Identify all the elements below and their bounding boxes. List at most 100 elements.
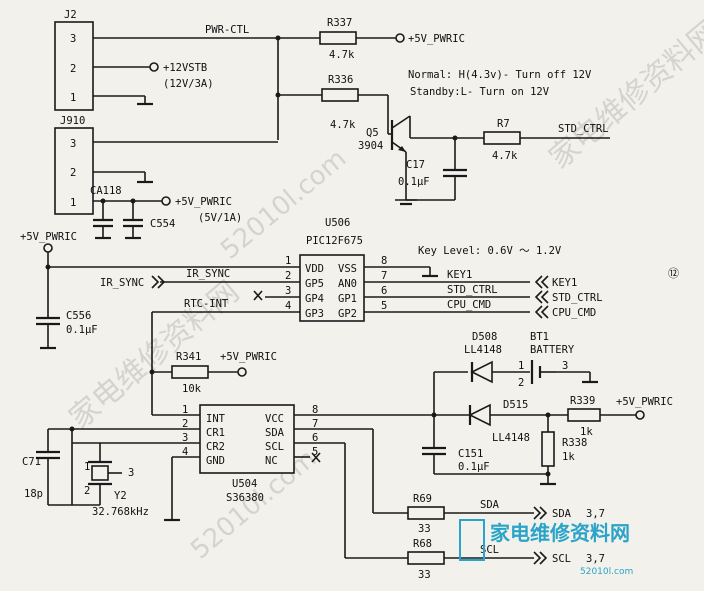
r337-val: 4.7k (329, 49, 355, 61)
svg-text:GP4: GP4 (305, 293, 324, 305)
cpu-cmd-port: CPU_CMD (552, 307, 596, 319)
svg-text:SCL: SCL (265, 441, 284, 453)
r337-supply: +5V_PWRIC (408, 33, 465, 45)
ca118-ref: CA118 (90, 185, 122, 197)
svg-text:CR2: CR2 (206, 441, 225, 453)
d508-part: LL4148 (464, 344, 502, 356)
c556-val: 0.1μF (66, 324, 98, 336)
note-normal: Normal: H(4.3v)- Turn off 12V (408, 69, 592, 81)
c17-ref: C17 (406, 159, 425, 171)
r69-val: 33 (418, 523, 431, 535)
c554-ref: C554 (150, 218, 175, 230)
j910-supply: +5V_PWRIC (175, 196, 232, 208)
r338 (541, 431, 555, 467)
net-pwr-ctl: PWR-CTL (205, 24, 249, 36)
c556-ref: C556 (66, 310, 91, 322)
v12-terminal (149, 62, 159, 72)
sda-net: SDA (480, 499, 500, 511)
svg-text:5: 5 (312, 446, 318, 458)
svg-text:VCC: VCC (265, 413, 284, 425)
bt1-pin2: 2 (518, 377, 524, 389)
std-ctrl-net: STD_CTRL (447, 284, 498, 296)
c17-val: 0.1μF (398, 176, 430, 188)
j910-connector (54, 127, 94, 215)
d515-diode (468, 403, 491, 427)
site-logo: 家电维修资料网 52010l.com (459, 519, 633, 577)
q5-part: 3904 (358, 140, 383, 152)
j2-ref: J2 (64, 9, 77, 21)
watermark-url-1: 52010l.com (215, 144, 352, 266)
svg-text:2: 2 (285, 270, 291, 282)
d508-diode (470, 360, 493, 384)
c71-ref: C71 (22, 456, 41, 468)
r336-val: 4.7k (330, 119, 356, 131)
y2-pin3: 3 (128, 467, 134, 479)
bt1-pin1: 1 (518, 360, 524, 372)
u504-left-names: INT CR1 CR2 GND (206, 413, 226, 467)
scl-pins: 3,7 (586, 553, 605, 565)
y2-pin1: 1 (84, 461, 90, 473)
svg-text:1: 1 (285, 255, 291, 267)
j2-pin1: 1 (70, 92, 76, 104)
svg-text:52010l.com: 52010l.com (580, 567, 633, 577)
c71-val: 18p (24, 488, 43, 500)
r69 (407, 506, 445, 520)
sda-pins: 3,7 (586, 508, 605, 520)
r339-supply: +5V_PWRIC (616, 396, 673, 408)
svg-text:3: 3 (182, 432, 188, 444)
svg-text:CR1: CR1 (206, 427, 225, 439)
c151-val: 0.1μF (458, 461, 490, 473)
j2-connector (54, 21, 94, 111)
svg-text:AN0: AN0 (338, 278, 357, 290)
j910-spec: (5V/1A) (198, 212, 242, 224)
bt1-pin3: 3 (562, 360, 568, 372)
r339 (567, 408, 601, 422)
sda-port: SDA (552, 508, 572, 520)
svg-text:NC: NC (265, 455, 278, 467)
q5-ref: Q5 (366, 127, 379, 139)
svg-text:VDD: VDD (305, 263, 324, 275)
c151-ref: C151 (458, 448, 483, 460)
svg-text:INT: INT (206, 413, 226, 425)
r336-ref: R336 (328, 74, 353, 86)
cpu-cmd-net: CPU_CMD (447, 299, 491, 311)
key1-port: KEY1 (552, 277, 577, 289)
svg-text:8: 8 (312, 404, 318, 416)
u504-right-names: VCC SDA SCL NC (265, 413, 285, 467)
j910-pin1: 1 (70, 197, 76, 209)
note-standby: Standby:L- Turn on 12V (410, 86, 550, 98)
svg-text:4: 4 (182, 446, 188, 458)
ir-sync-port: IR_SYNC (100, 277, 144, 289)
j2-pin3: 3 (70, 33, 76, 45)
r338-ref: R338 (562, 437, 587, 449)
r68 (407, 551, 445, 565)
u506-left-pins: 1 2 3 4 (285, 255, 291, 312)
r7-val: 4.7k (492, 150, 518, 162)
u504-chip (199, 404, 295, 474)
r337-ref: R337 (327, 17, 352, 29)
svg-text:7: 7 (312, 418, 318, 430)
bt1-name: BATTERY (530, 344, 575, 356)
y2-ref: Y2 (114, 490, 127, 502)
svg-text:8: 8 (381, 255, 387, 267)
u504-right-pins: 8 7 6 5 (312, 404, 318, 458)
r341-val: 10k (182, 383, 202, 395)
r68-ref: R68 (413, 538, 432, 550)
q5-emitter-arrow (398, 146, 406, 152)
page-marker: ⑫ (668, 267, 679, 280)
svg-text:GND: GND (206, 455, 225, 467)
svg-text:GP5: GP5 (305, 278, 324, 290)
svg-text:7: 7 (381, 270, 387, 282)
svg-text:VSS: VSS (338, 263, 357, 275)
std-ctrl-port: STD_CTRL (552, 292, 603, 304)
r68-val: 33 (418, 569, 431, 581)
key1-net: KEY1 (447, 269, 472, 281)
y2-freq: 32.768kHz (92, 506, 149, 518)
r341 (171, 365, 209, 379)
svg-text:3: 3 (285, 285, 291, 297)
v12-spec: (12V/3A) (163, 78, 214, 90)
u504-left-pins: 1 2 3 4 (182, 404, 188, 458)
svg-text:GP2: GP2 (338, 308, 357, 320)
